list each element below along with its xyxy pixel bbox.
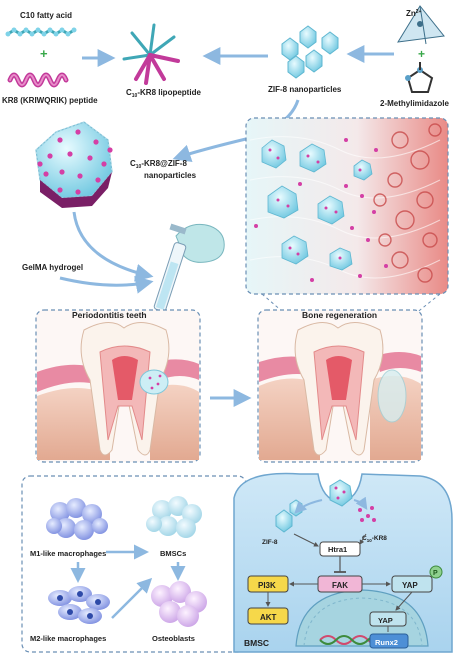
periodontitis-title: Periodontitis teeth [72,310,147,320]
plus-sign-2: + [418,47,425,61]
akt-box [247,607,289,625]
phospho-label: P [433,570,438,577]
gelma-label: GelMA hydrogel [22,263,83,272]
bone-regeneration-title: Bone regeneration [302,310,377,320]
kr8-helix-icon [7,72,69,88]
methylimidazole-label: 2-Methylimidazole [380,99,449,108]
lipopeptide-label: C10-KR8 lipopeptide [126,88,201,99]
membrane-nanoparticle-icon [329,479,353,507]
fak-label: FAK [332,581,348,590]
composite-nanoparticle-icon [35,121,113,208]
runx2-label: Runx2 [375,638,398,647]
zoom-panel [245,117,449,295]
arrow-gelma-to-syringe [59,275,154,294]
fatty-acid-chain-icon [5,27,77,37]
akt-label: AKT [260,613,277,622]
fatty-acid-label: C10 fatty acid [20,11,72,20]
bmsc-label: BMSC [244,638,269,648]
zinc-label: Zn2+ [406,9,422,18]
zif8-label: ZIF-8 nanoparticles [268,85,342,94]
bone-regeneration-panel [257,309,423,463]
composite-label-line2: nanoparticles [144,171,197,180]
periodontitis-panel [35,309,201,463]
bmscs-label: BMSCs [160,549,186,558]
zif8-small-label: ZIF-8 [262,539,278,546]
m1-label: M1-like macrophages [30,549,106,558]
zif8-cluster-icon [281,25,339,79]
yap-label-nucleus: YAP [378,616,393,625]
phospho-badge [429,565,443,579]
runx2-box [369,633,409,649]
m2-label: M2-like macrophages [30,634,106,643]
composite-label-line1: C10-KR8@ZIF-8 [130,159,187,170]
osteoblasts-label: Osteoblasts [152,634,195,643]
ckr8-release-icon [358,506,376,522]
plus-sign: + [40,46,48,61]
htra1-label: Htra1 [328,545,347,554]
syringe-icon [152,223,225,345]
methylimidazole-icon [405,62,434,93]
arrow-composite-to-syringe [72,211,154,282]
cells-panel [21,475,247,653]
peptide-label: KR8 (KRIWQRIK) peptide [2,96,98,105]
m2-macrophage-icon [48,586,110,624]
ckr8-label: C10-KR8 [362,535,387,543]
lipopeptide-assembly-icon [122,23,180,85]
zinc-tetrahedron-icon [397,5,445,45]
yap-label-top: YAP [402,581,418,590]
pi3k-label: PI3K [258,581,276,590]
osteoblasts-cells-icon [151,581,207,627]
m1-macrophage-icon [46,498,108,540]
bmscs-cells-icon [146,496,202,538]
